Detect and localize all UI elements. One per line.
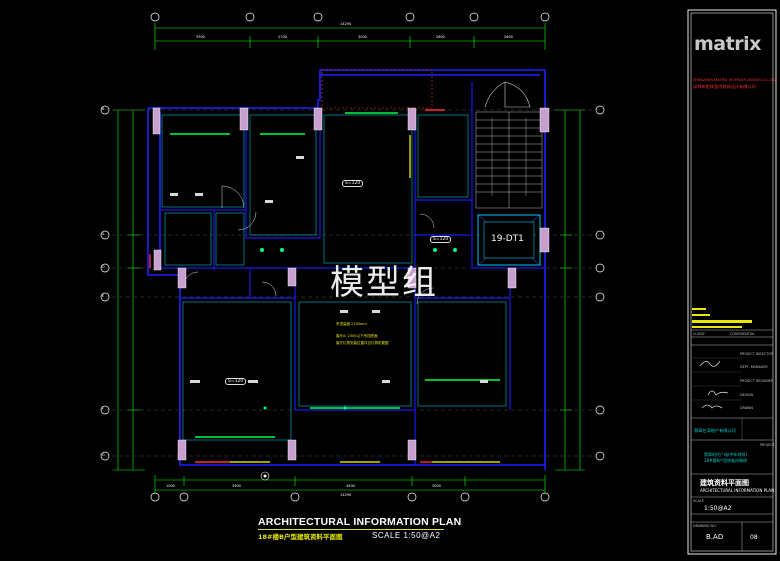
bottom-dim-1: 1000	[166, 484, 175, 488]
bottom-dim-3: 4500	[346, 484, 355, 488]
sign-label-3: PROJECT DESIGNER	[740, 379, 774, 383]
ceiling-note-3: 客厅灯具安装位置详见灯具布置图	[336, 341, 389, 345]
top-dimension-chain	[154, 23, 546, 50]
bottom-dim-2: 3900	[232, 484, 241, 488]
sheet-frame-right	[687, 9, 777, 555]
top-dim-5: 2600	[504, 35, 513, 39]
sign-label-5: DRAWN	[740, 406, 753, 410]
bottom-overall-dimension: 14290	[340, 493, 352, 497]
ceiling-note-2: 客厅A: 2300以下吊顶底面	[336, 334, 378, 338]
project-line-2: 18#楼B户型样板间装修	[704, 458, 748, 463]
drawing-no-label: DRAWING NO.	[693, 524, 717, 528]
title-block-scale: 1:50@A2	[704, 505, 732, 512]
interior-walls	[160, 82, 545, 465]
client-label: CLIENT	[693, 332, 706, 336]
right-dimension-chain	[555, 109, 585, 471]
elevator-label: 19-DT1	[491, 234, 524, 244]
company-name-en: SHENZHEN MATRIX INTERIOR DESIGN CO.,LTD	[693, 78, 777, 82]
living-area-tag: S=120	[342, 180, 364, 187]
axis-f-label: F	[102, 407, 105, 411]
top-dim-3: 3000	[358, 35, 367, 39]
project-line-1: 翡翠时代广场(中车地块)	[704, 452, 748, 457]
structural-columns	[152, 107, 550, 461]
top-dim-1: 3300	[196, 35, 205, 39]
axis-d-label: D	[102, 265, 105, 269]
kitchen-area-tag: S=120	[430, 236, 452, 243]
axis-g-label: G	[102, 453, 105, 457]
axis-b-label: B	[102, 107, 105, 111]
watermark: 模型组	[330, 263, 438, 303]
bottom-dimension-chain	[154, 475, 546, 494]
title-block-drawing-title: 建筑资料平面图	[700, 479, 749, 487]
client-name: 翡翠台湾地产有限公司	[694, 428, 736, 433]
sign-label-2: DEPT. MANAGER	[740, 365, 768, 369]
top-dim-2: 2700	[278, 35, 287, 39]
axis-a-label: A	[102, 232, 105, 236]
sign-label-1: PROJECT DIRECTOR	[740, 352, 774, 356]
left-dimension-chain	[113, 109, 145, 471]
sign-label-4: DESIGN	[740, 393, 754, 397]
bottom-dim-4: 3000	[432, 484, 441, 488]
title-underline	[258, 529, 444, 530]
company-logo: matrix	[694, 33, 761, 55]
company-name-cn: 深圳市矩阵室内装饰设计有限公司	[693, 84, 756, 89]
axis-e-label: E	[102, 294, 105, 298]
scale-label: SCALE	[693, 499, 704, 503]
project-label: PROJECT	[760, 443, 775, 447]
title-block-drawing-title-en: ARCHITECTURAL INFORMATION PLAN	[700, 488, 775, 493]
drawing-number: B.AD	[706, 533, 724, 541]
drawing-scale: SCALE 1:50@A2	[372, 531, 441, 540]
bedroom-area-tag: S=120	[225, 378, 247, 385]
sheet-number: 08	[750, 534, 758, 541]
top-overall-dimension: 14290	[340, 22, 352, 26]
drawing-subtitle: 18#楼B户型建筑资料平面图	[258, 533, 343, 541]
staircase	[475, 111, 543, 209]
ceiling-note-1: 吊顶高度 2700mm	[336, 322, 367, 326]
drawing-title: ARCHITECTURAL INFORMATION PLAN	[258, 516, 462, 528]
confidential-label: CONFIDENTIAL	[730, 332, 756, 336]
top-dim-4: 2600	[436, 35, 445, 39]
